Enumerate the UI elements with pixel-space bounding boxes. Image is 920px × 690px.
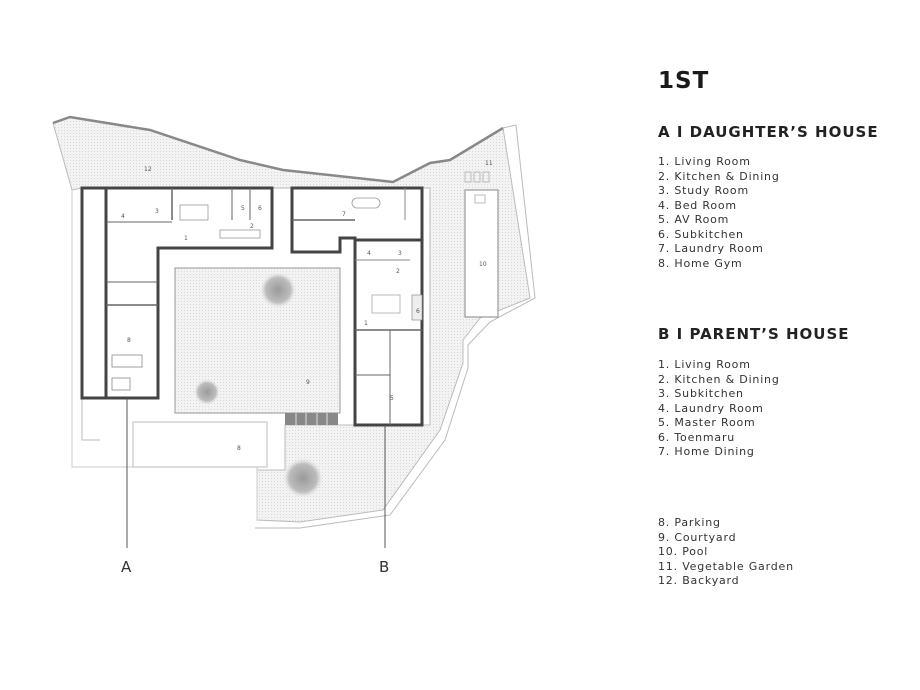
list-item: 6. Subkitchen: [658, 227, 744, 241]
site-boundary: [255, 124, 536, 529]
list-item: 5. Master Room: [658, 416, 756, 429]
label-b1: 1: [364, 320, 368, 327]
list-item: 10. Pool: [658, 545, 709, 558]
label-b3: 3: [398, 250, 402, 257]
list-item: 1. Living Room: [658, 358, 751, 371]
label-a6: 6: [258, 205, 262, 212]
parents-house-heading: B I PARENT’S HOUSE: [658, 325, 850, 343]
list-item: 6. Toenmaru: [658, 430, 736, 444]
label-courtyard: 9: [306, 379, 310, 386]
label-a3: 3: [155, 208, 159, 215]
label-b7: 7: [342, 211, 346, 218]
tree-icon: [283, 458, 323, 498]
label-pool: 10: [479, 261, 487, 268]
list-item: 7. Laundry Room: [658, 242, 764, 255]
label-b5: 5: [390, 395, 394, 402]
daughters-house: [80, 186, 274, 400]
parking: [132, 421, 268, 468]
vegetable-garden-beds: [464, 171, 472, 183]
tree-icon: [260, 272, 296, 308]
list-item: 3. Study Room: [658, 184, 749, 197]
tree-icon: [194, 379, 220, 405]
courtyard-steps: [285, 413, 338, 425]
list-item: 1. Living Room: [658, 155, 751, 168]
label-b2: 2: [396, 268, 400, 275]
list-item: 5. AV Room: [658, 213, 730, 226]
list-item: 8. Parking: [658, 516, 721, 529]
pool: [464, 189, 499, 318]
parents-house-rooms: 1. Living Room 2. Kitchen & Dining 3. Su…: [658, 358, 780, 460]
daughters-house-heading: A I DAUGHTER’S HOUSE: [658, 123, 879, 141]
plan-labels: 12 11 10 9 8 1 2 3 4 5 6 8 1 2 3 4 5 6 7: [121, 160, 493, 452]
label-b6: 6: [416, 308, 420, 315]
label-a2: 2: [250, 223, 254, 230]
section-label-a: A: [121, 558, 132, 576]
list-item: 9. Courtyard: [658, 530, 737, 544]
label-backyard: 12: [144, 166, 152, 173]
list-item: 11. Vegetable Garden: [658, 559, 794, 573]
list-item: 12. Backyard: [658, 574, 740, 587]
parents-house: [290, 186, 424, 427]
section-label-b: B: [379, 558, 389, 576]
list-item: 4. Laundry Room: [658, 401, 764, 415]
floor-title: 1ST: [658, 68, 710, 94]
site-areas: 8. Parking 9. Courtyard 10. Pool 11. Veg…: [658, 516, 794, 589]
list-item: 2. Kitchen & Dining: [658, 169, 780, 183]
label-a4: 4: [121, 213, 125, 220]
label-garden: 11: [485, 160, 493, 167]
label-a5: 5: [241, 205, 245, 212]
daughters-house-rooms: 1. Living Room 2. Kitchen & Dining 3. St…: [658, 155, 780, 271]
label-a1: 1: [184, 235, 188, 242]
label-parking: 8: [237, 445, 241, 452]
list-item: 3. Subkitchen: [658, 387, 744, 400]
list-item: 8. Home Gym: [658, 256, 743, 270]
label-a8: 8: [127, 337, 131, 344]
list-item: 2. Kitchen & Dining: [658, 372, 780, 386]
list-item: 7. Home Dining: [658, 445, 755, 458]
label-b4: 4: [367, 250, 371, 257]
list-item: 4. Bed Room: [658, 198, 737, 212]
